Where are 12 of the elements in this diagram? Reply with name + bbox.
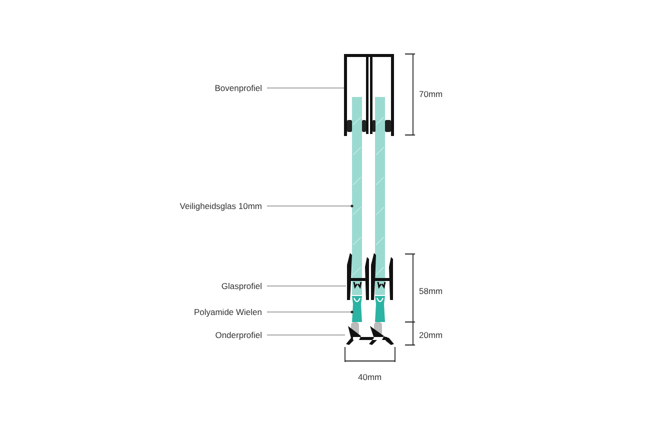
- leader-line: [266, 334, 346, 336]
- dimension-label: 70mm: [419, 89, 443, 99]
- leader-line: [266, 310, 354, 314]
- part-label: Bovenprofiel: [140, 83, 262, 93]
- part-label: Onderprofiel: [140, 330, 262, 340]
- part-label: Polyamide Wielen: [140, 307, 262, 317]
- part-label: Veiligheidsglas 10mm: [140, 201, 262, 211]
- leader-line: [266, 204, 354, 208]
- dimension-label: 58mm: [419, 286, 443, 296]
- dimension-label: 40mm: [358, 372, 382, 382]
- part-label: Glasprofiel: [140, 281, 262, 291]
- dimension-label: 20mm: [419, 330, 443, 340]
